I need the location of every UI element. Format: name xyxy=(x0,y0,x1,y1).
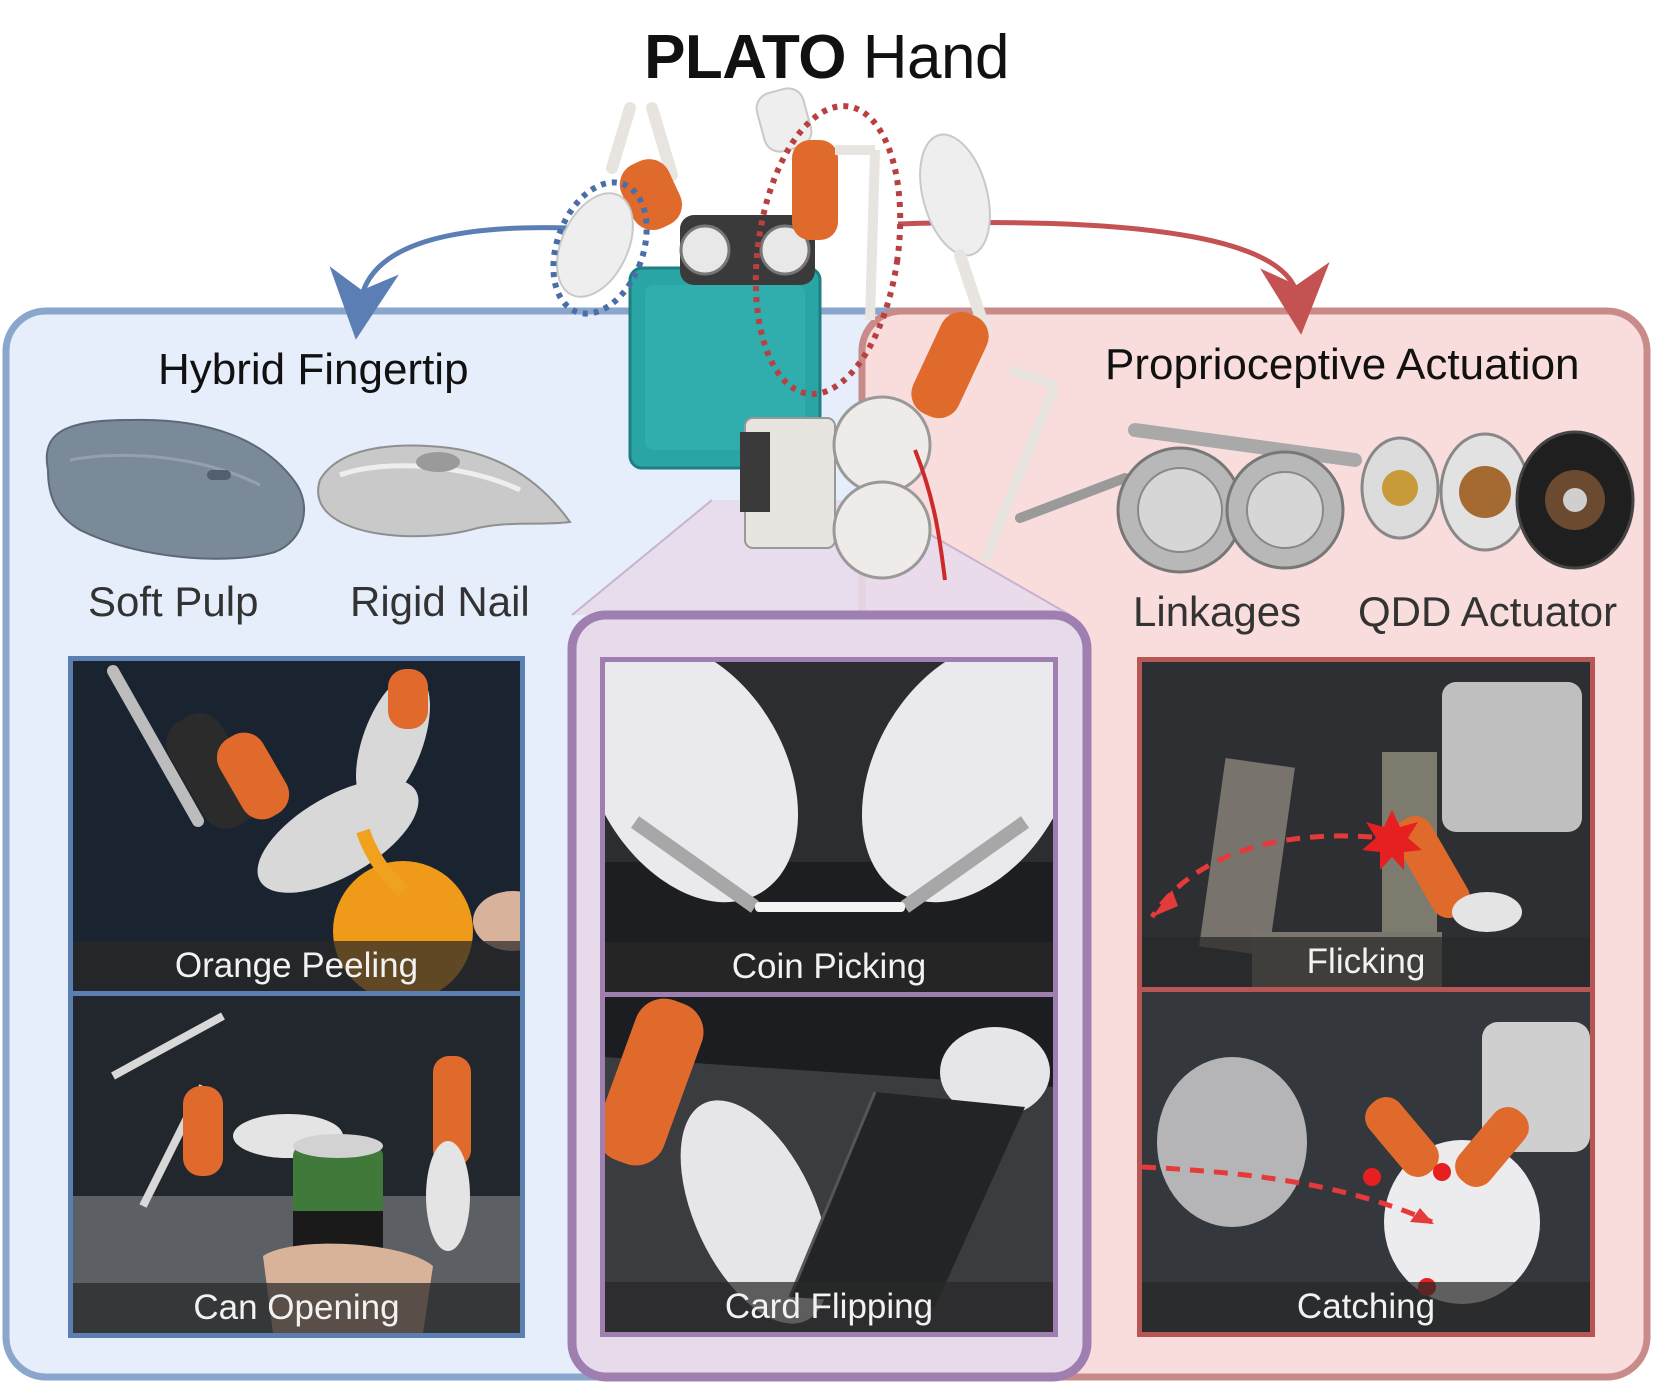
catching-tile: Catching xyxy=(1137,992,1595,1337)
rigid-nail-label: Rigid Nail xyxy=(350,578,530,625)
plato-hand-illustration xyxy=(556,87,1060,581)
actuator-highlight xyxy=(752,103,904,397)
can-opening-tile: Can Opening xyxy=(68,996,525,1338)
soft-pulp-image xyxy=(45,418,305,560)
flicking-caption: Flicking xyxy=(1142,937,1590,987)
actuation-arrow xyxy=(897,220,1330,335)
card-flipping-photo xyxy=(605,997,1053,1332)
coin-picking-caption: Coin Picking xyxy=(605,942,1053,992)
hybrid-fingertip-title: Hybrid Fingertip xyxy=(158,345,469,394)
fingertip-highlight xyxy=(550,179,650,317)
fingertip-arrow xyxy=(329,225,571,340)
qdd-actuator-image xyxy=(1360,430,1635,570)
orange-peeling-tile: Orange Peeling xyxy=(68,656,525,996)
title-bold: PLATO xyxy=(644,23,846,92)
coin-picking-tile: Coin Picking xyxy=(600,657,1058,997)
card-flipping-tile: Card Flipping xyxy=(600,997,1058,1337)
title-rest: Hand xyxy=(862,23,1010,92)
flicking-tile: Flicking xyxy=(1137,657,1595,992)
zoom-connector xyxy=(572,500,1070,615)
proprioceptive-actuation-title: Proprioceptive Actuation xyxy=(1105,340,1580,389)
card-flipping-caption: Card Flipping xyxy=(605,1282,1053,1332)
figure-title: PLATO Hand xyxy=(0,22,1653,93)
rigid-nail-image xyxy=(317,444,572,538)
coin-picking-photo xyxy=(605,662,1053,992)
catching-caption: Catching xyxy=(1142,1282,1590,1332)
can-opening-caption: Can Opening xyxy=(73,1283,520,1333)
linkages-image xyxy=(1015,423,1362,574)
orange-peeling-photo xyxy=(73,661,520,991)
soft-pulp-label: Soft Pulp xyxy=(88,578,259,625)
catching-photo xyxy=(1142,992,1590,1332)
orange-peeling-caption: Orange Peeling xyxy=(73,941,520,991)
qdd-actuator-label: QDD Actuator xyxy=(1358,588,1618,635)
linkages-label: Linkages xyxy=(1133,588,1302,635)
